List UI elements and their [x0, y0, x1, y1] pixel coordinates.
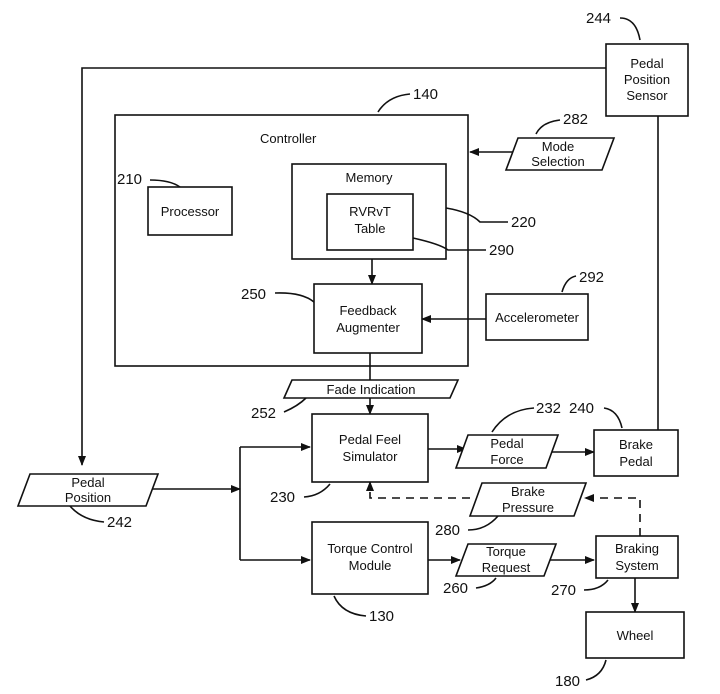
ref-220: 220 [511, 214, 536, 231]
ref-240: 240 [569, 400, 594, 417]
brake-pedal-line1: Brake [619, 437, 653, 452]
processor-label: Processor [161, 204, 220, 219]
processor-block [147, 186, 233, 236]
wheel-label: Wheel [617, 628, 654, 643]
brake-pressure-line2: Pressure [502, 500, 554, 515]
ref-290: 290 [489, 242, 514, 259]
sensor-to-pedal-position-line [78, 67, 606, 466]
torque-request-line1: Torque [486, 544, 526, 559]
rvrvt-table-line2: Table [354, 221, 385, 236]
pedal-feel-simulator-line1: Pedal Feel [339, 432, 401, 447]
ref-270-leader [583, 579, 609, 591]
brake-pedal-line2: Pedal [619, 454, 652, 469]
ref-252-leader [283, 397, 307, 413]
pedal-position-sensor-line2: Position [624, 72, 670, 87]
pedal-position-sensor-line3: Sensor [626, 88, 668, 103]
ref-242: 242 [107, 514, 132, 531]
ref-140-leader [377, 93, 411, 113]
wheel-block [585, 611, 685, 659]
braking-system-line1: Braking [615, 541, 659, 556]
ref-270: 270 [551, 582, 576, 599]
torque-control-module-block [311, 521, 429, 595]
ref-240-leader [603, 407, 623, 429]
ref-252: 252 [251, 405, 276, 422]
ref-280-leader [467, 515, 499, 531]
ref-250: 250 [241, 286, 266, 303]
mode-selection-line1: Mode [542, 139, 575, 154]
ref-210: 210 [117, 171, 142, 188]
feedback-augmenter-line1: Feedback [339, 303, 397, 318]
mode-selection-block [504, 137, 616, 171]
pedal-position-sensor-line1: Pedal [630, 56, 663, 71]
ref-130: 130 [369, 608, 394, 625]
ref-232-leader [491, 407, 535, 433]
pedal-position-block [16, 473, 160, 507]
ref-260-leader [475, 577, 497, 589]
ref-210-leader [149, 179, 181, 188]
rvrvt-table-line1: RVRvT [349, 204, 391, 219]
ref-180: 180 [555, 673, 580, 690]
brake-pressure-line1: Brake [511, 484, 545, 499]
ref-292: 292 [579, 269, 604, 286]
feedback-augmenter-block [313, 283, 423, 354]
ref-260: 260 [443, 580, 468, 597]
accelerometer-label: Accelerometer [495, 310, 579, 325]
torque-control-module-line2: Module [349, 558, 392, 573]
ref-140: 140 [413, 86, 438, 103]
mode-selection-line2: Selection [531, 154, 584, 169]
pedal-position-line2: Position [65, 490, 111, 505]
torque-request-block [454, 543, 558, 577]
pedal-force-block [454, 434, 560, 469]
pedal-position-line1: Pedal [71, 475, 104, 490]
feedback-augmenter-line2: Augmenter [336, 320, 400, 335]
pedal-position-sensor-block [605, 43, 689, 117]
braking-system-line2: System [615, 558, 658, 573]
ref-220-leader [445, 207, 508, 223]
pedal-force-line1: Pedal [490, 436, 523, 451]
ref-130-leader [333, 595, 367, 617]
brake-pressure-block [468, 482, 588, 517]
torque-control-module-line1: Torque Control [327, 541, 412, 556]
ref-244: 244 [586, 10, 611, 27]
ref-232: 232 [536, 400, 561, 417]
ref-230: 230 [270, 489, 295, 506]
ref-280: 280 [435, 522, 460, 539]
controller-block [114, 114, 469, 367]
fade-indication-block [282, 379, 460, 399]
ref-180-leader [585, 659, 607, 681]
braking-system-block [595, 535, 679, 579]
ref-250-leader [274, 292, 315, 303]
torque-request-line2: Request [482, 560, 531, 575]
accelerometer-block [485, 293, 589, 341]
pedal-feel-simulator-line2: Simulator [343, 449, 399, 464]
ref-292-leader [561, 275, 577, 293]
brake-pedal-block [593, 429, 679, 477]
pedal-feel-simulator-block [311, 413, 429, 483]
pressure-to-simulator-dashed [366, 481, 470, 499]
ref-282: 282 [563, 111, 588, 128]
ref-244-leader [619, 17, 641, 41]
rvrvt-table-block [326, 193, 414, 251]
controller-label: Controller [260, 131, 317, 146]
ref-282-leader [535, 119, 561, 135]
ref-242-leader [69, 505, 105, 523]
fade-indication-label: Fade Indication [327, 382, 416, 397]
braking-to-pressure-dashed [584, 494, 641, 536]
pedal-force-line2: Force [490, 452, 523, 467]
memory-label: Memory [346, 170, 393, 185]
ref-230-leader [303, 483, 331, 498]
ref-290-leader [412, 237, 486, 251]
